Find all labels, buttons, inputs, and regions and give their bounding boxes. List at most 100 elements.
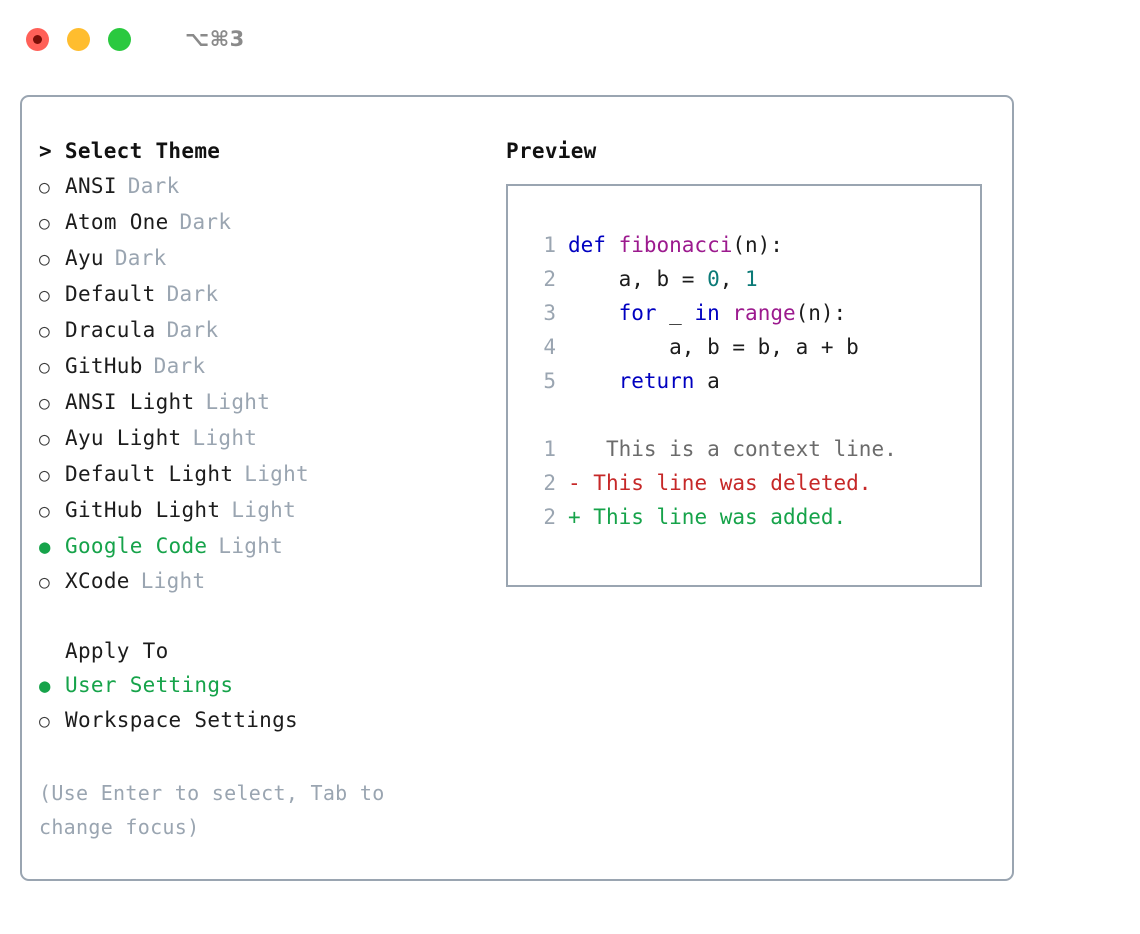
theme-option-github-light[interactable]: ○ GitHub Light Light xyxy=(39,493,492,529)
theme-variant-tag: Light xyxy=(192,426,258,450)
diff-marker: + xyxy=(568,505,581,529)
apply-to-option-list[interactable]: ●User Settings ○ Workspace Settings xyxy=(39,668,492,739)
apply-to-header: Apply To xyxy=(65,639,169,663)
code-token-plain xyxy=(720,301,733,325)
code-line-number: 1 xyxy=(543,233,556,257)
maximize-window-button[interactable] xyxy=(108,27,131,51)
apply-to-option-label: User Settings xyxy=(65,673,234,697)
theme-variant-tag: Light xyxy=(205,390,271,414)
traffic-light-group xyxy=(26,27,131,51)
radio-unselected-icon: ○ xyxy=(39,711,51,732)
diff-line-text: This is a context line. xyxy=(580,437,897,461)
radio-unselected-icon: ○ xyxy=(39,501,51,522)
code-token-num: 1 xyxy=(745,267,758,291)
apply-to-option-user-settings[interactable]: ●User Settings xyxy=(39,668,492,703)
radio-unselected-icon: ○ xyxy=(39,572,51,593)
radio-unselected-icon: ○ xyxy=(39,177,51,198)
apply-to-option-label: Workspace Settings xyxy=(65,708,298,732)
apply-to-section: Apply To ●User Settings ○ Workspace Settin… xyxy=(39,634,492,739)
theme-variant-tag: Light xyxy=(244,462,309,486)
keyboard-hint-text: (Use Enter to select, Tab to change focu… xyxy=(39,781,385,839)
radio-unselected-icon: ○ xyxy=(39,357,51,378)
diff-line: 2+ This line was added. xyxy=(526,500,980,534)
code-line: 3 for _ in range(n): xyxy=(526,296,980,330)
code-line: 5 return a xyxy=(526,364,980,398)
code-line-number: 5 xyxy=(543,369,556,393)
radio-unselected-icon: ○ xyxy=(39,321,51,342)
diff-line: 1 This is a context line. xyxy=(526,432,980,466)
code-token-kw: for xyxy=(618,301,657,325)
code-token-plain: (n): xyxy=(795,301,847,325)
theme-option-label: Ayu xyxy=(65,246,104,270)
code-line-text: return a xyxy=(568,364,720,398)
radio-unselected-icon: ○ xyxy=(39,249,51,270)
theme-variant-tag: Dark xyxy=(153,354,206,378)
code-token-plain: a, b = b, a + b xyxy=(568,335,859,359)
diff-line: 2- This line was deleted. xyxy=(526,466,980,500)
theme-option-atom-one[interactable]: ○ Atom One Dark xyxy=(39,205,492,241)
code-line-text: def fibonacci(n): xyxy=(568,228,783,262)
code-line-text: for _ in range(n): xyxy=(568,296,847,330)
code-line-number: 2 xyxy=(543,267,556,291)
theme-variant-tag: Light xyxy=(231,498,297,522)
close-window-button[interactable] xyxy=(26,27,49,51)
title-bar: ⌥⌘3 xyxy=(0,0,1140,78)
code-token-plain: a, b = xyxy=(568,267,708,291)
minimize-window-button[interactable] xyxy=(67,27,90,51)
theme-variant-tag: Dark xyxy=(166,282,219,306)
radio-selected-icon: ● xyxy=(39,536,51,558)
radio-unselected-icon: ○ xyxy=(39,285,51,306)
code-token-fn: fibonacci xyxy=(618,233,733,257)
code-token-fn: range xyxy=(732,301,796,325)
diff-marker: - xyxy=(568,471,581,495)
theme-option-label: GitHub Light xyxy=(65,498,221,522)
code-token-plain xyxy=(568,301,619,325)
select-theme-header: > Select Theme xyxy=(39,139,221,163)
code-token-kw: def xyxy=(568,233,619,257)
theme-variant-tag: Dark xyxy=(179,210,232,234)
theme-option-label: Ayu Light xyxy=(65,426,182,450)
theme-option-label: Default Light xyxy=(65,462,234,486)
preview-header: Preview xyxy=(506,139,597,163)
code-token-kw: return xyxy=(618,369,695,393)
diff-sample: 1 This is a context line.2- This line wa… xyxy=(526,432,980,534)
theme-variant-tag: Light xyxy=(218,534,284,558)
code-token-plain xyxy=(568,369,619,393)
code-line: 2 a, b = 0, 1 xyxy=(526,262,980,296)
code-line-number: 4 xyxy=(543,335,556,359)
radio-unselected-icon: ○ xyxy=(39,213,51,234)
code-line-text: a, b = b, a + b xyxy=(568,330,859,364)
window-title: ⌥⌘3 xyxy=(185,27,245,51)
theme-option-label: Dracula xyxy=(65,318,156,342)
radio-unselected-icon: ○ xyxy=(39,393,51,414)
theme-option-ayu-light[interactable]: ○ Ayu Light Light xyxy=(39,421,492,457)
apply-to-option-workspace-settings[interactable]: ○ Workspace Settings xyxy=(39,703,492,739)
diff-line-text: This line was deleted. xyxy=(580,471,872,495)
code-line-text: a, b = 0, 1 xyxy=(568,262,758,296)
diff-marker xyxy=(568,432,581,466)
code-token-plain: _ xyxy=(656,301,695,325)
diff-line-text: This line was added. xyxy=(580,505,847,529)
code-line: 4 a, b = b, a + b xyxy=(526,330,980,364)
theme-option-label: Atom One xyxy=(65,210,169,234)
theme-option-ansi-light[interactable]: ○ ANSI Light Light xyxy=(39,385,492,421)
radio-unselected-icon: ○ xyxy=(39,429,51,450)
theme-option-label: ANSI Light xyxy=(65,390,195,414)
theme-option-label: XCode xyxy=(65,569,130,593)
code-line-number: 3 xyxy=(543,301,556,325)
code-token-num: 0 xyxy=(707,267,720,291)
diff-line-number: 1 xyxy=(543,437,556,461)
